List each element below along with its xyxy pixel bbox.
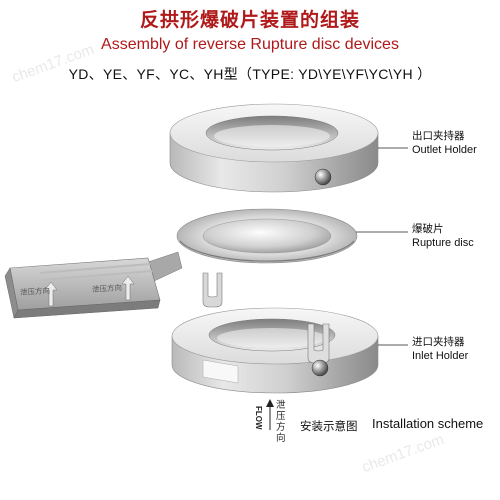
rupture-disc-label-cn: 爆破片 bbox=[412, 223, 444, 235]
rupture-disc-label-en: Rupture disc bbox=[412, 237, 474, 249]
tag-text-right: 泄压方向 bbox=[91, 282, 123, 295]
tag-text-left: 泄压方向 bbox=[19, 285, 51, 298]
installation-caption-en: Installation scheme bbox=[372, 416, 484, 431]
installation-caption-cn: 安装示意图 bbox=[300, 419, 358, 433]
flow-label-cn: 泄压方向 bbox=[276, 400, 286, 444]
outlet-holder-label-cn: 出口夹持器 bbox=[412, 130, 465, 142]
type-line: YD、YE、YF、YC、YH型（TYPE: YD\YE\YF\YC\YH ） bbox=[68, 66, 432, 82]
locating-pin-right bbox=[307, 323, 330, 364]
outlet-holder-ring bbox=[169, 103, 379, 193]
leader-lines bbox=[356, 147, 408, 346]
flow-label-en: FLOW bbox=[254, 406, 263, 430]
locating-pin-left bbox=[202, 272, 223, 308]
rupture-disc bbox=[176, 208, 358, 264]
inlet-holder-label-cn: 进口夹持器 bbox=[412, 336, 465, 348]
inlet-holder-label-en: Inlet Holder bbox=[412, 350, 469, 362]
flow-arrow-icon bbox=[266, 399, 274, 430]
outlet-holder-ball-icon bbox=[314, 168, 332, 186]
page-title-cn: 反拱形爆破片装置的组装 bbox=[139, 9, 360, 31]
inlet-holder-ring bbox=[171, 307, 379, 394]
nameplate-tag bbox=[4, 251, 183, 319]
inlet-holder-ball-icon bbox=[311, 359, 329, 377]
page-title-en: Assembly of reverse Rupture disc devices bbox=[101, 36, 399, 53]
outlet-holder-label-en: Outlet Holder bbox=[412, 144, 477, 156]
